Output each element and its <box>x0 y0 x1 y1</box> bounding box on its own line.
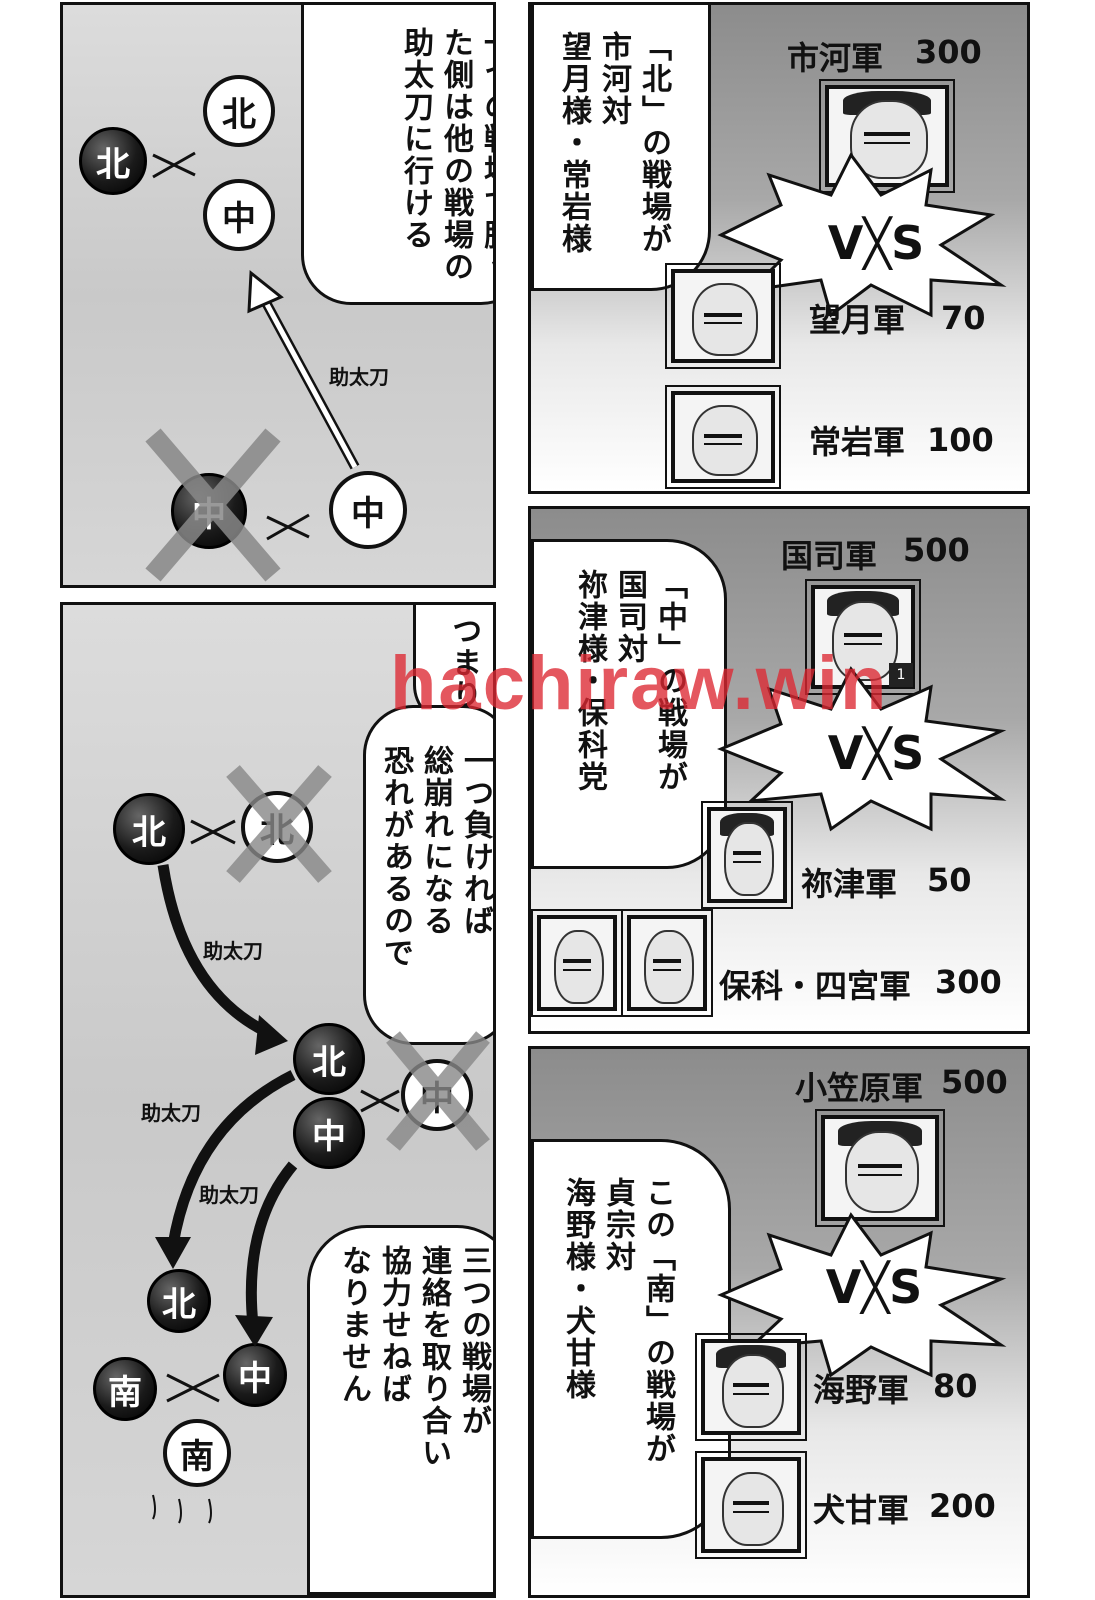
north-piece-dark-merged: 北 <box>293 1023 365 1095</box>
army-name: 祢津軍 <box>801 865 898 903</box>
speech-top-text: つまり <box>446 615 481 711</box>
army-count: 300 <box>935 963 1002 1001</box>
speech-bubble <box>531 5 711 291</box>
vs-burst-graphics <box>717 666 1007 832</box>
defeated-x-icon <box>145 428 281 582</box>
vs-burst-graphics <box>717 152 1007 318</box>
header-army: 小笠原軍 <box>795 1069 924 1107</box>
header-count: 300 <box>915 33 982 71</box>
portrait-hoshina <box>531 909 623 1017</box>
vs-burst-icon <box>717 152 1007 318</box>
army-count: 70 <box>941 299 986 337</box>
south-piece-dark: 南 <box>93 1357 157 1421</box>
portrait-mochizuki <box>665 263 781 369</box>
header-count: 500 <box>903 531 970 569</box>
speech-bottom-2: 連絡を取り合い <box>416 1245 451 1469</box>
speech-bubble-bottom <box>307 1225 493 1595</box>
panel-top-left: 一つの戦場で勝った側は他の戦場の助太刀に行ける 北 北 中 助太刀 中 中 <box>60 2 496 588</box>
watermark: hachiraw.win <box>390 641 889 726</box>
vs-burst-icon <box>717 666 1007 832</box>
north-piece-light: 北 <box>203 75 275 147</box>
speech-bubble <box>531 539 727 869</box>
header-army: 国司軍 <box>781 537 878 575</box>
speech-line-1: 「北」の戦場が <box>636 31 671 255</box>
panel-south: この「南」の戦場が 貞宗対 海野様・犬甘様 小笠原軍 500 V╳S 海野軍 8… <box>528 1046 1030 1598</box>
speech-line-2: 貞宗対 <box>600 1177 635 1273</box>
assist-label-1: 助太刀 <box>203 939 263 963</box>
army-name: 保科・四宮軍 <box>719 967 912 1005</box>
vs-label: V╳S <box>827 216 925 270</box>
army-count: 100 <box>927 421 994 459</box>
speech-bubble <box>301 5 493 305</box>
vs-burst-icon <box>717 1212 1007 1378</box>
speech-mid-2: 総崩れになる <box>418 745 453 937</box>
crossed-swords-icon <box>152 151 310 541</box>
assist-label: 助太刀 <box>329 365 389 389</box>
portrait-kokushi: 1 <box>805 579 921 695</box>
center-piece-light: 中 <box>203 179 275 251</box>
vs-label: V╳S <box>827 726 925 780</box>
army-name: 犬甘軍 <box>813 1491 910 1529</box>
army-name: 海野軍 <box>813 1371 910 1409</box>
speech-mid-3: 恐れがあるので <box>378 745 413 969</box>
portrait-unno <box>695 1333 807 1441</box>
defeated-x-icon <box>226 765 490 1151</box>
panel-center: 「中」の戦場が 国司対 祢津様・保科党 国司軍 500 1 V╳S 祢津軍 50… <box>528 506 1030 1034</box>
speech-text: 一つの戦場で勝った側は他の戦場の助太刀に行ける <box>398 27 496 283</box>
speech-bottom-4: なりません <box>336 1245 371 1405</box>
panel-bottom-left: つまり 一つ負ければ 総崩れになる 恐れがあるので 三つの戦場が 連絡を取り合い… <box>60 602 496 1598</box>
page-badge: 1 <box>889 663 913 687</box>
army-name: 望月軍 <box>809 301 906 339</box>
north-piece-dark: 北 <box>79 127 147 195</box>
panel-north: 「北」の戦場が 市河対 望月様・常岩様 市河軍 300 V╳S 望月軍 70 常… <box>528 2 1030 494</box>
portrait-shinomiya <box>621 909 713 1017</box>
speech-bubble-mid <box>363 705 493 1045</box>
assist-label-2: 助太刀 <box>141 1101 201 1125</box>
portrait-ogasawara <box>815 1109 945 1227</box>
army-count: 50 <box>927 861 972 899</box>
army-count: 80 <box>933 1367 978 1405</box>
army-count: 200 <box>929 1487 996 1525</box>
bottom-left-graphics <box>152 765 490 1524</box>
speech-line-1: この「南」の戦場が <box>640 1177 675 1465</box>
south-piece-light: 南 <box>163 1419 231 1487</box>
assist-arrows-icon <box>157 864 298 1326</box>
north-piece-dark-final: 北 <box>147 1269 211 1333</box>
north-piece-dark: 北 <box>113 793 185 865</box>
crossed-swords-icon <box>166 819 400 1403</box>
portrait-nezu <box>701 801 793 909</box>
arrow-up-icon <box>247 270 360 470</box>
center-piece-dark-merged: 中 <box>293 1097 365 1169</box>
speech-line-1: 「中」の戦場が <box>652 569 687 793</box>
speech-line-3: 祢津様・保科党 <box>572 569 607 793</box>
speech-line-3: 望月様・常岩様 <box>556 31 591 255</box>
center-piece-light-winner: 中 <box>329 471 407 549</box>
vs-label: V╳S <box>825 1260 923 1314</box>
portrait-inukai <box>695 1451 807 1559</box>
speech-line-2: 国司対 <box>612 569 647 665</box>
header-army: 市河軍 <box>787 39 884 77</box>
speech-line-3: 海野様・犬甘様 <box>560 1177 595 1401</box>
speech-bottom-3: 協力せねば <box>376 1245 411 1405</box>
portrait-tokoiwa <box>665 385 781 489</box>
assist-label-3: 助太刀 <box>199 1183 259 1207</box>
speech-mid-1: 一つ負ければ <box>458 745 493 937</box>
vs-burst-graphics <box>717 1212 1007 1378</box>
speech-line-2: 市河対 <box>596 31 631 127</box>
top-left-graphics <box>145 151 360 582</box>
header-count: 500 <box>941 1063 1008 1101</box>
speech-bottom-1: 三つの戦場が <box>456 1245 491 1437</box>
army-name: 常岩軍 <box>809 423 906 461</box>
